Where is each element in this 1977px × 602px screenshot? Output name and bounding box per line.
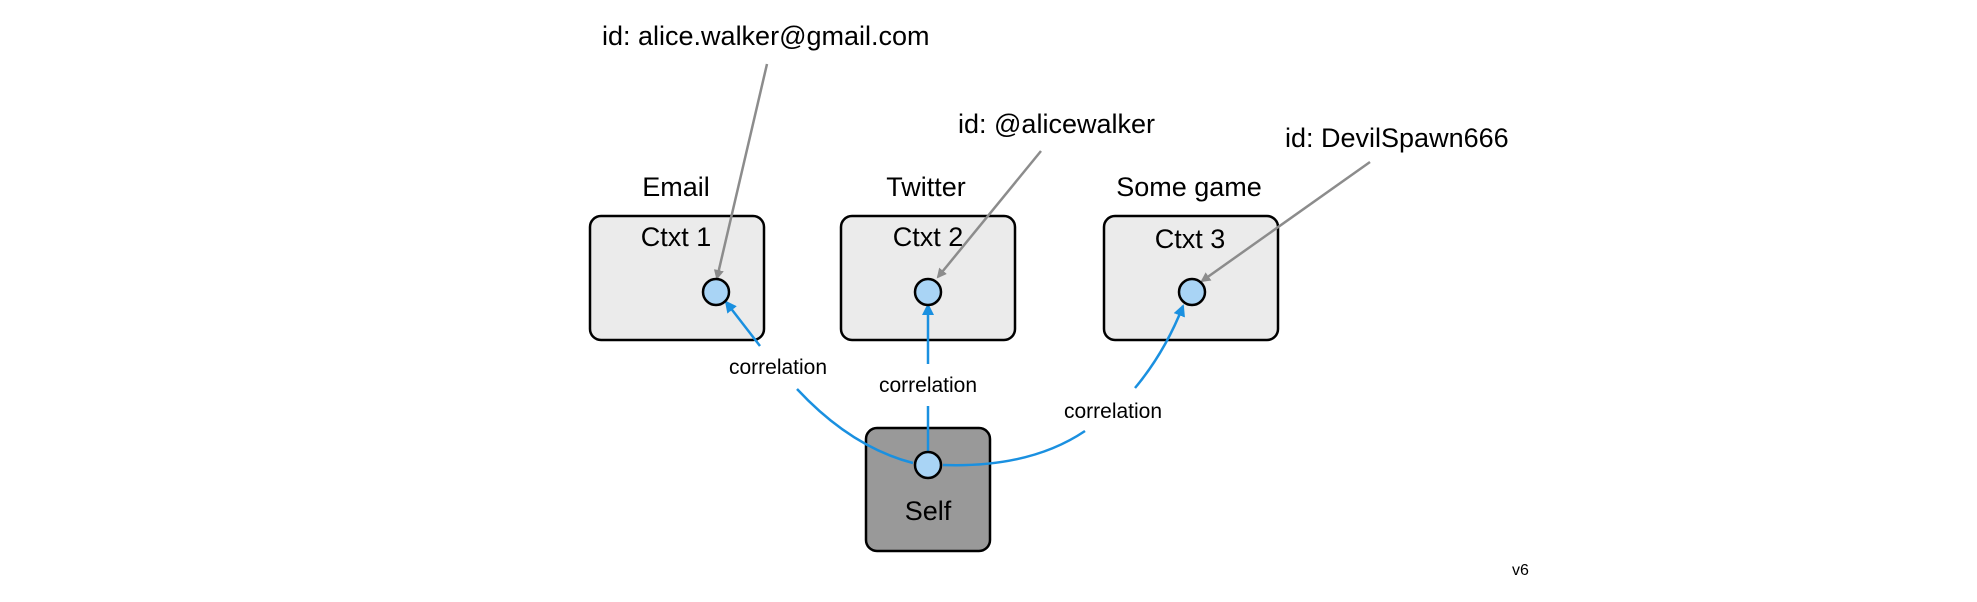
context-label-3: Ctxt 3 xyxy=(1155,224,1226,254)
correlation-label-2: correlation xyxy=(879,374,977,397)
correlation-curve-left xyxy=(796,388,914,465)
context-title-twitter: Twitter xyxy=(886,172,966,202)
self-label: Self xyxy=(905,496,952,526)
identifier-game-text: id: DevilSpawn666 xyxy=(1285,123,1509,153)
correlation-arrow-1 xyxy=(724,300,761,347)
identity-node-twitter xyxy=(913,277,943,307)
correlation-label-1: correlation xyxy=(729,356,827,379)
correlation-curve-right xyxy=(942,429,1086,467)
identity-node-game xyxy=(1177,277,1207,307)
context-title-game: Some game xyxy=(1116,172,1262,202)
identity-node-email xyxy=(701,277,731,307)
correlation-label-3: correlation xyxy=(1064,400,1162,423)
identity-node-self xyxy=(913,450,943,480)
context-label-2: Ctxt 2 xyxy=(893,222,964,252)
identifier-email-text: id: alice.walker@gmail.com xyxy=(602,21,930,51)
context-title-email: Email xyxy=(642,172,710,202)
context-box-1: Ctxt 1 xyxy=(588,214,766,342)
identifier-arrow-email xyxy=(713,63,769,280)
identifier-arrow-game xyxy=(1200,160,1371,283)
identifier-twitter-text: id: @alicewalker xyxy=(958,109,1155,139)
context-label-1: Ctxt 1 xyxy=(641,222,712,252)
identifier-arrow-twitter xyxy=(936,150,1042,279)
version-label: v6 xyxy=(1512,562,1529,579)
correlation-arrow-3 xyxy=(1134,304,1185,389)
